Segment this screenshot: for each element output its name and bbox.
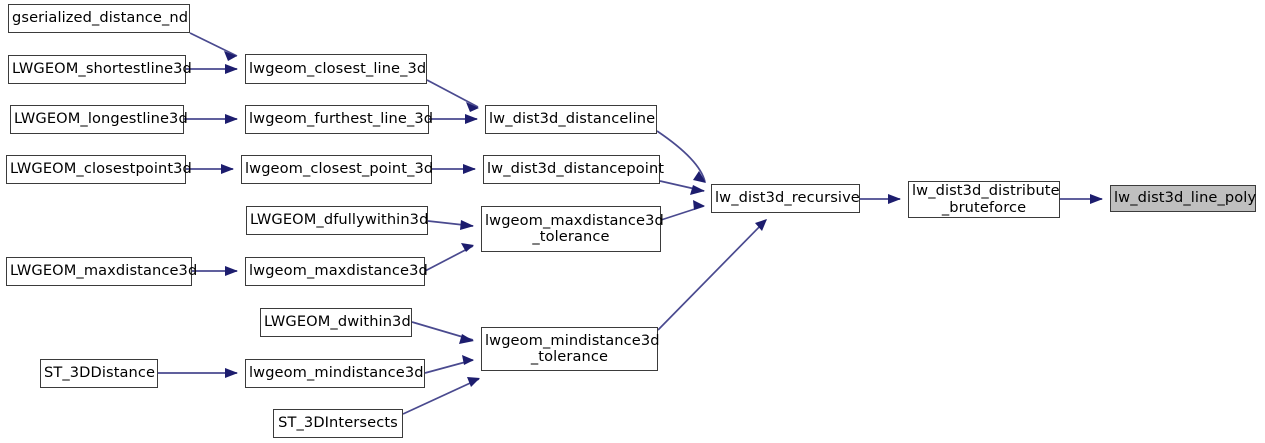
graph-node-ST_3DIntersects[interactable]: ST_3DIntersects xyxy=(273,409,403,438)
graph-node-label: LWGEOM_closestpoint3d xyxy=(10,160,192,178)
graph-node-lw_dist3d_line_poly[interactable]: lw_dist3d_line_poly xyxy=(1110,185,1256,212)
graph-node-label: lwgeom_maxdistance3d _tolerance xyxy=(485,211,664,245)
graph-node-label: LWGEOM_maxdistance3d xyxy=(10,262,198,280)
graph-node-label: ST_3DIntersects xyxy=(278,414,398,432)
graph-node-gserialized_distance_nd[interactable]: gserialized_distance_nd xyxy=(8,4,190,33)
graph-node-label: lw_dist3d_distribute _bruteforce xyxy=(912,182,1060,216)
graph-edge-lwgeom_maxdistance3d-to-lwgeom_maxdistance3d_tolerance xyxy=(424,243,474,272)
graph-edge-lwgeom_closest_point_3d-to-lw_dist3d_distancepoint xyxy=(432,164,476,174)
graph-node-LWGEOM_maxdistance3d[interactable]: LWGEOM_maxdistance3d xyxy=(6,257,198,286)
graph-node-LWGEOM_closestpoint3d[interactable]: LWGEOM_closestpoint3d xyxy=(6,155,192,184)
graph-node-label: LWGEOM_shortestline3d xyxy=(12,60,192,78)
graph-edge-LWGEOM_closestpoint3d-to-lwgeom_closest_point_3d xyxy=(186,164,234,174)
graph-edge-ST_3DIntersects-to-lwgeom_mindistance3d_tolerance xyxy=(402,377,480,415)
graph-node-label: lw_dist3d_distancepoint xyxy=(487,160,665,178)
graph-node-label: lw_dist3d_recursive xyxy=(715,189,860,207)
graph-edge-lw_dist3d_distribute_bruteforce-to-lw_dist3d_line_poly xyxy=(1060,194,1103,204)
graph-edge-lwgeom_furthest_line_3d-to-lw_dist3d_distanceline xyxy=(429,114,478,124)
graph-edge-ST_3DDistance-to-lwgeom_mindistance3d xyxy=(158,368,238,378)
graph-edge-LWGEOM_maxdistance3d-to-lwgeom_maxdistance3d xyxy=(192,266,238,276)
graph-node-label: gserialized_distance_nd xyxy=(12,9,189,27)
graph-node-label: lwgeom_furthest_line_3d xyxy=(249,110,434,128)
graph-edge-LWGEOM_longestline3d-to-lwgeom_furthest_line_3d xyxy=(184,114,238,124)
graph-node-lw_dist3d_distancepoint[interactable]: lw_dist3d_distancepoint xyxy=(483,155,665,184)
graph-node-lwgeom_mindistance3d[interactable]: lwgeom_mindistance3d xyxy=(245,359,425,388)
graph-edge-lw_dist3d_recursive-to-lw_dist3d_distribute_bruteforce xyxy=(860,194,901,204)
graph-node-lwgeom_closest_line_3d[interactable]: lwgeom_closest_line_3d xyxy=(245,54,427,84)
graph-node-LWGEOM_longestline3d[interactable]: LWGEOM_longestline3d xyxy=(10,105,188,134)
graph-node-LWGEOM_dfullywithin3d[interactable]: LWGEOM_dfullywithin3d xyxy=(246,206,428,235)
graph-node-lw_dist3d_distanceline[interactable]: lw_dist3d_distanceline xyxy=(485,105,657,134)
graph-node-lwgeom_furthest_line_3d[interactable]: lwgeom_furthest_line_3d xyxy=(245,105,434,134)
graph-edge-lwgeom_closest_line_3d-to-lw_dist3d_distanceline xyxy=(426,79,479,112)
graph-edge-LWGEOM_dwithin3d-to-lwgeom_mindistance3d_tolerance xyxy=(411,321,474,344)
graph-node-label: lw_dist3d_line_poly xyxy=(1114,189,1257,207)
graph-edge-LWGEOM_shortestline3d-to-lwgeom_closest_line_3d xyxy=(186,64,238,74)
graph-node-label: lw_dist3d_distanceline xyxy=(489,110,656,128)
graph-node-lwgeom_maxdistance3d[interactable]: lwgeom_maxdistance3d xyxy=(245,257,428,286)
graph-node-label: lwgeom_mindistance3d xyxy=(249,364,424,382)
graph-edge-lw_dist3d_distanceline-to-lw_dist3d_recursive xyxy=(656,130,706,183)
graph-node-lw_dist3d_recursive[interactable]: lw_dist3d_recursive xyxy=(711,184,860,213)
graph-node-LWGEOM_shortestline3d[interactable]: LWGEOM_shortestline3d xyxy=(8,55,192,84)
graph-node-label: lwgeom_closest_line_3d xyxy=(249,59,427,77)
graph-edge-LWGEOM_dfullywithin3d-to-lwgeom_maxdistance3d_tolerance xyxy=(427,220,474,230)
graph-node-label: LWGEOM_dfullywithin3d xyxy=(250,211,429,229)
graph-node-lwgeom_mindistance3d_tolerance[interactable]: lwgeom_mindistance3d _tolerance xyxy=(481,327,660,371)
graph-edge-gserialized_distance_nd-to-lwgeom_closest_line_3d xyxy=(189,32,238,61)
graph-node-lwgeom_closest_point_3d[interactable]: lwgeom_closest_point_3d xyxy=(241,155,434,184)
graph-node-lwgeom_maxdistance3d_tolerance[interactable]: lwgeom_maxdistance3d _tolerance xyxy=(481,206,664,252)
graph-node-label: lwgeom_maxdistance3d xyxy=(249,262,428,280)
graph-edge-lw_dist3d_distancepoint-to-lw_dist3d_recursive xyxy=(659,180,705,195)
graph-edge-lwgeom_mindistance3d-to-lwgeom_mindistance3d_tolerance xyxy=(424,355,474,374)
graph-node-label: LWGEOM_longestline3d xyxy=(14,110,188,128)
graph-edge-lwgeom_maxdistance3d_tolerance-to-lw_dist3d_recursive xyxy=(660,200,705,221)
graph-node-label: lwgeom_closest_point_3d xyxy=(245,160,434,178)
graph-node-ST_3DDistance[interactable]: ST_3DDistance xyxy=(40,359,158,388)
graph-node-lw_dist3d_distribute_bruteforce[interactable]: lw_dist3d_distribute _bruteforce xyxy=(908,181,1060,218)
graph-node-label: LWGEOM_dwithin3d xyxy=(264,313,411,331)
graph-node-label: ST_3DDistance xyxy=(44,364,156,382)
graph-node-label: lwgeom_mindistance3d _tolerance xyxy=(485,331,660,365)
graph-edge-lwgeom_mindistance3d_tolerance-to-lw_dist3d_recursive xyxy=(657,219,767,331)
graph-node-LWGEOM_dwithin3d[interactable]: LWGEOM_dwithin3d xyxy=(260,308,412,337)
